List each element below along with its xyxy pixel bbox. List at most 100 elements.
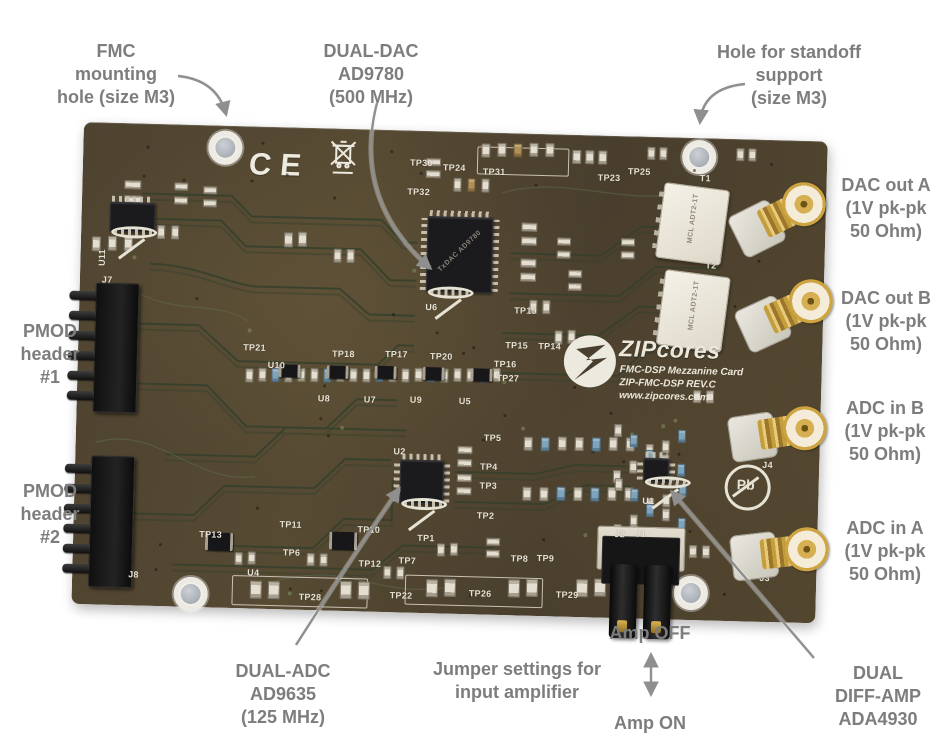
silkscreen-label-u4: U4	[247, 567, 260, 579]
smd-component	[449, 542, 459, 557]
via-dot	[287, 591, 292, 596]
via-dot	[621, 459, 626, 463]
via-dot	[250, 178, 254, 182]
callout-adc-in-a-line: ADC in A	[846, 518, 924, 538]
silkscreen-label-tp21: TP21	[243, 341, 267, 353]
smd-component	[396, 565, 405, 580]
callout-fmc-mounting-hole-line: mounting	[75, 64, 157, 84]
callout-adc-in-a-line: (1V pk-pk	[844, 541, 926, 561]
callout-jumper-settings-line: Jumper settings for	[432, 659, 602, 679]
logo-line1: FMC-DSP Mezzanine Card	[619, 364, 744, 379]
smd-component	[556, 250, 571, 259]
smd-component	[556, 486, 566, 502]
smd-component	[520, 258, 537, 268]
silkscreen-label-tp8: TP8	[510, 552, 529, 564]
silkscreen-label-u6: U6	[425, 301, 438, 313]
sot-ic-package	[328, 531, 358, 551]
logo-line3: www.zipcores.com	[618, 390, 709, 404]
smd-component	[283, 231, 294, 248]
callout-dac-out-b-line: 50 Ohm)	[849, 334, 923, 354]
callout-dual-adc-line: AD9635	[249, 684, 317, 704]
smd-component	[202, 198, 218, 208]
smd-component	[333, 249, 342, 264]
callout-dual-adc-line: (125 MHz)	[240, 707, 326, 727]
smd-component	[481, 178, 490, 193]
silkscreen-label-tp7: TP7	[398, 554, 417, 566]
via-dot	[609, 411, 613, 415]
callout-standoff-hole-line: Hole for standoff	[717, 42, 861, 62]
smd-component	[247, 551, 256, 566]
pcb-board: CE TxDAC AD9780 MC	[62, 122, 840, 640]
smd-component	[545, 143, 555, 158]
smd-component	[620, 238, 636, 247]
logo-line2: ZIP-FMC-DSP REV.C	[619, 377, 716, 391]
smd-component	[574, 436, 584, 452]
smd-component	[467, 178, 476, 193]
smd-component	[629, 433, 639, 448]
via-dot	[419, 171, 423, 175]
silkscreen-label-tp25: TP25	[627, 166, 651, 177]
silkscreen-label-j7: J7	[101, 274, 113, 286]
smd-component	[522, 486, 532, 502]
callout-dual-dac-line: DUAL-DAC	[323, 41, 419, 61]
via-dot	[677, 452, 681, 456]
via-dot	[327, 434, 331, 438]
silkscreen-label-u10: U10	[267, 359, 286, 371]
smd-component	[319, 552, 328, 567]
callout-amp-off-line: Amp OFF	[609, 623, 691, 643]
via-dot	[661, 423, 666, 428]
smd-component	[513, 143, 523, 158]
smd-component	[401, 367, 410, 383]
smd-component	[608, 436, 618, 452]
callout-adc-in-b-line: (1V pk-pk	[844, 421, 926, 441]
silkscreen-label-tp15: TP15	[505, 339, 529, 351]
via-dot	[391, 312, 396, 316]
silkscreen-label-tp23: TP23	[597, 172, 621, 183]
soic-chip-u11	[103, 195, 162, 240]
smd-component	[676, 463, 686, 478]
smd-component	[661, 439, 670, 454]
silkscreen-label-u11: U11	[96, 248, 108, 266]
smd-component	[346, 249, 355, 264]
callout-dual-dac-line: AD9780	[337, 64, 405, 84]
ce-mark: CE	[247, 146, 312, 183]
via-dot	[322, 384, 327, 388]
silkscreen-label-tp13: TP13	[199, 528, 223, 540]
smd-component	[310, 367, 319, 383]
smd-component	[297, 231, 308, 248]
smd-component	[245, 367, 254, 383]
silkscreen-label-tp29: TP29	[555, 589, 579, 601]
silkscreen-label-t2: T2	[705, 260, 717, 271]
sot-ic-package	[422, 366, 445, 381]
silkscreen-label-tp14: TP14	[538, 341, 562, 352]
smd-component	[339, 580, 353, 600]
callout-dual-diff-amp-line: DIFF-AMP	[835, 686, 921, 706]
smd-component	[591, 436, 601, 452]
callout-dac-out-a-line: 50 Ohm)	[849, 221, 923, 241]
smd-component	[349, 367, 358, 383]
callout-adc-in-b-line: ADC in B	[846, 398, 924, 418]
dual-adc-chip-u2	[393, 453, 451, 511]
callout-dac-out-b-line: (1V pk-pk	[845, 311, 927, 331]
smd-component	[383, 565, 392, 580]
rf-transformer-t1: MCL ADT2-1T	[652, 181, 731, 266]
smd-component	[520, 236, 538, 246]
smd-component	[567, 283, 582, 292]
smd-component	[542, 300, 551, 315]
smd-component	[525, 578, 539, 598]
smd-component	[614, 477, 623, 492]
callout-fmc-mounting-hole-line: hole (size M3)	[56, 87, 176, 107]
logo-brand-text: ZIPcores	[618, 335, 721, 364]
callout-dual-adc-line: DUAL-ADC	[235, 661, 331, 681]
smd-component	[701, 544, 711, 559]
smd-component	[585, 150, 595, 165]
smd-component	[453, 178, 462, 193]
silkscreen-label-tp5: TP5	[483, 432, 502, 444]
smd-component	[523, 436, 533, 452]
smd-component	[629, 513, 638, 528]
silkscreen-label-u8: U8	[317, 392, 331, 404]
smd-component	[124, 179, 142, 190]
